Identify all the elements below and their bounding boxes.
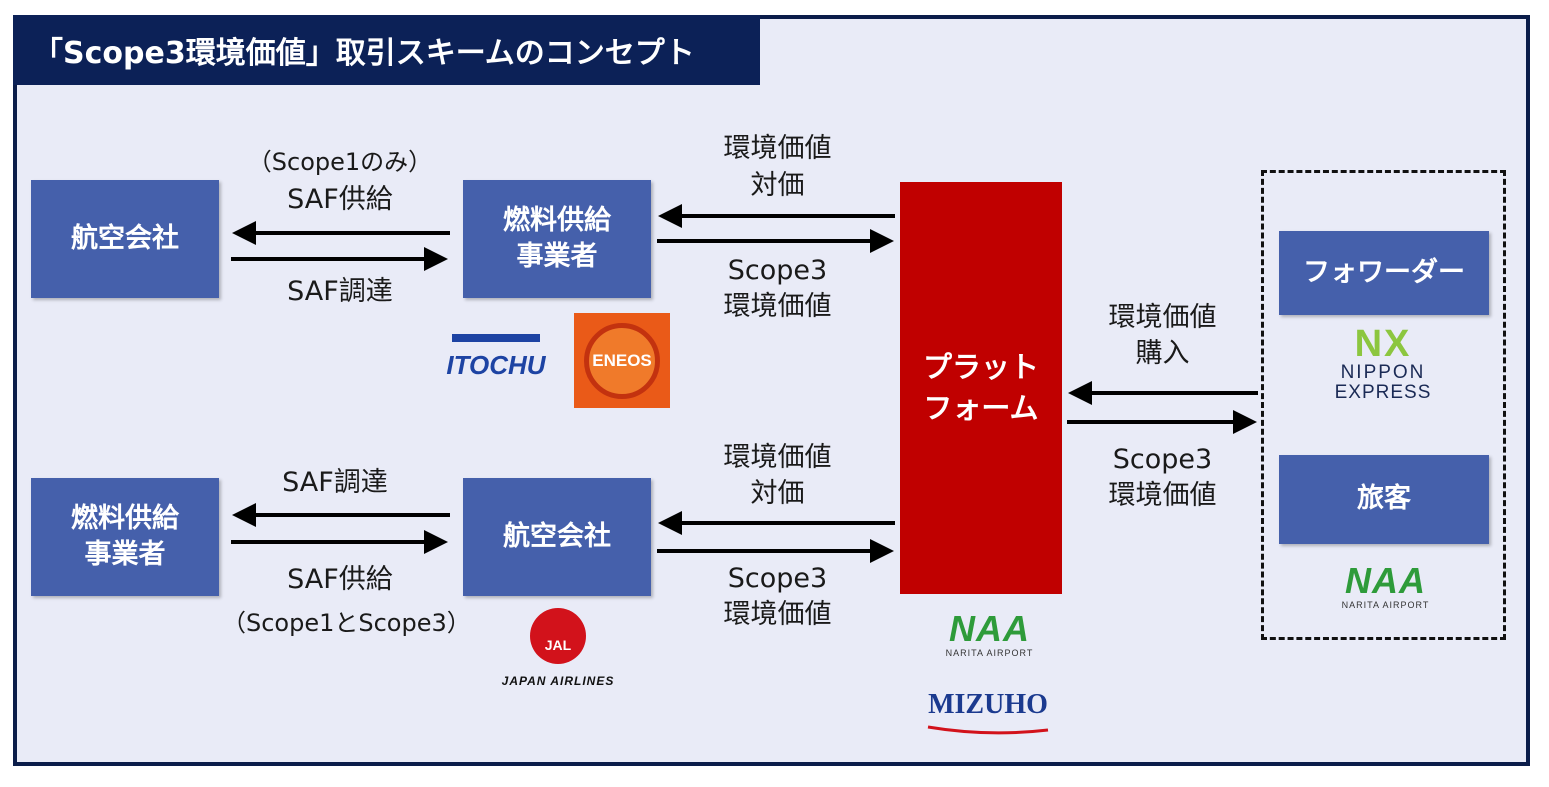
fuel-supplier-box-top: 燃料供給 事業者 — [463, 180, 651, 298]
label-purchase-right: 購入 — [1135, 338, 1190, 369]
airline-box-bottom: 航空会社 — [463, 478, 651, 596]
label-scope3-value-top: 環境価値 — [723, 291, 832, 322]
airline-box-top: 航空会社 — [31, 180, 219, 298]
label-env-value-bottom: 環境価値 — [723, 442, 832, 473]
fuel-supplier-box-bottom-line1: 燃料供給 — [71, 502, 179, 534]
label-price-bottom: 対価 — [750, 478, 805, 509]
mizuho-logo: MIZUHO — [918, 690, 1058, 735]
passenger-box: 旅客 — [1279, 455, 1489, 544]
jal-crane-icon: JAL — [530, 608, 586, 664]
naa-logo-right: NAA NARITA AIRPORT — [1341, 560, 1430, 611]
label-scope3-value-right: 環境価値 — [1108, 480, 1217, 511]
label-scope3-value-bottom: 環境価値 — [723, 599, 832, 630]
label-scope1-and-3: （Scope1とScope3） — [222, 609, 471, 637]
eneos-logo: ENEOS — [574, 313, 670, 408]
label-env-value-right: 環境価値 — [1108, 302, 1217, 333]
label-saf-procure-bottom: SAF調達 — [282, 467, 388, 498]
forwarder-box-label: フォワーダー — [1303, 256, 1465, 288]
jal-caption: JAPAN AIRLINES — [501, 674, 615, 688]
label-scope3-right: Scope3 — [1112, 444, 1213, 475]
fuel-supplier-box-bottom-line2: 事業者 — [84, 539, 166, 570]
label-env-value-top: 環境価値 — [723, 133, 832, 164]
airline-box-top-label: 航空会社 — [71, 222, 179, 254]
forwarder-box: フォワーダー — [1279, 231, 1489, 315]
fuel-supplier-box-top-line2: 事業者 — [516, 241, 598, 272]
platform-line2: フォーム — [923, 391, 1039, 425]
fuel-supplier-box-bottom: 燃料供給 事業者 — [31, 478, 219, 596]
fuel-supplier-box-top-line1: 燃料供給 — [503, 204, 611, 236]
diagram-frame — [13, 15, 1530, 766]
label-saf-procure-top: SAF調達 — [287, 276, 393, 307]
svg-text:ITOCHU: ITOCHU — [446, 350, 546, 380]
platform-line1: プラット — [922, 350, 1039, 385]
passenger-box-label: 旅客 — [1357, 483, 1411, 515]
label-scope3-bottom: Scope3 — [727, 563, 828, 594]
nippon-express-logo: NX NIPPON EXPRESS — [1334, 323, 1432, 403]
itochu-logo: ITOCHU — [438, 330, 554, 382]
buyers-group — [1261, 170, 1506, 640]
label-scope1-only: （Scope1のみ） — [247, 148, 433, 176]
label-saf-supply-top: SAF供給 — [287, 184, 393, 215]
label-scope3-top: Scope3 — [727, 255, 828, 286]
airline-box-bottom-label: 航空会社 — [503, 520, 611, 552]
naa-logo-platform: NAA NARITA AIRPORT — [945, 608, 1034, 659]
jal-logo: JAL JAPAN AIRLINES — [478, 608, 638, 694]
platform-box: プラット フォーム — [900, 182, 1062, 594]
label-price-top: 対価 — [750, 170, 805, 201]
label-saf-supply-bottom: SAF供給 — [287, 564, 393, 595]
diagram-title: 「Scope3環境価値」取引スキームのコンセプト — [13, 15, 760, 85]
